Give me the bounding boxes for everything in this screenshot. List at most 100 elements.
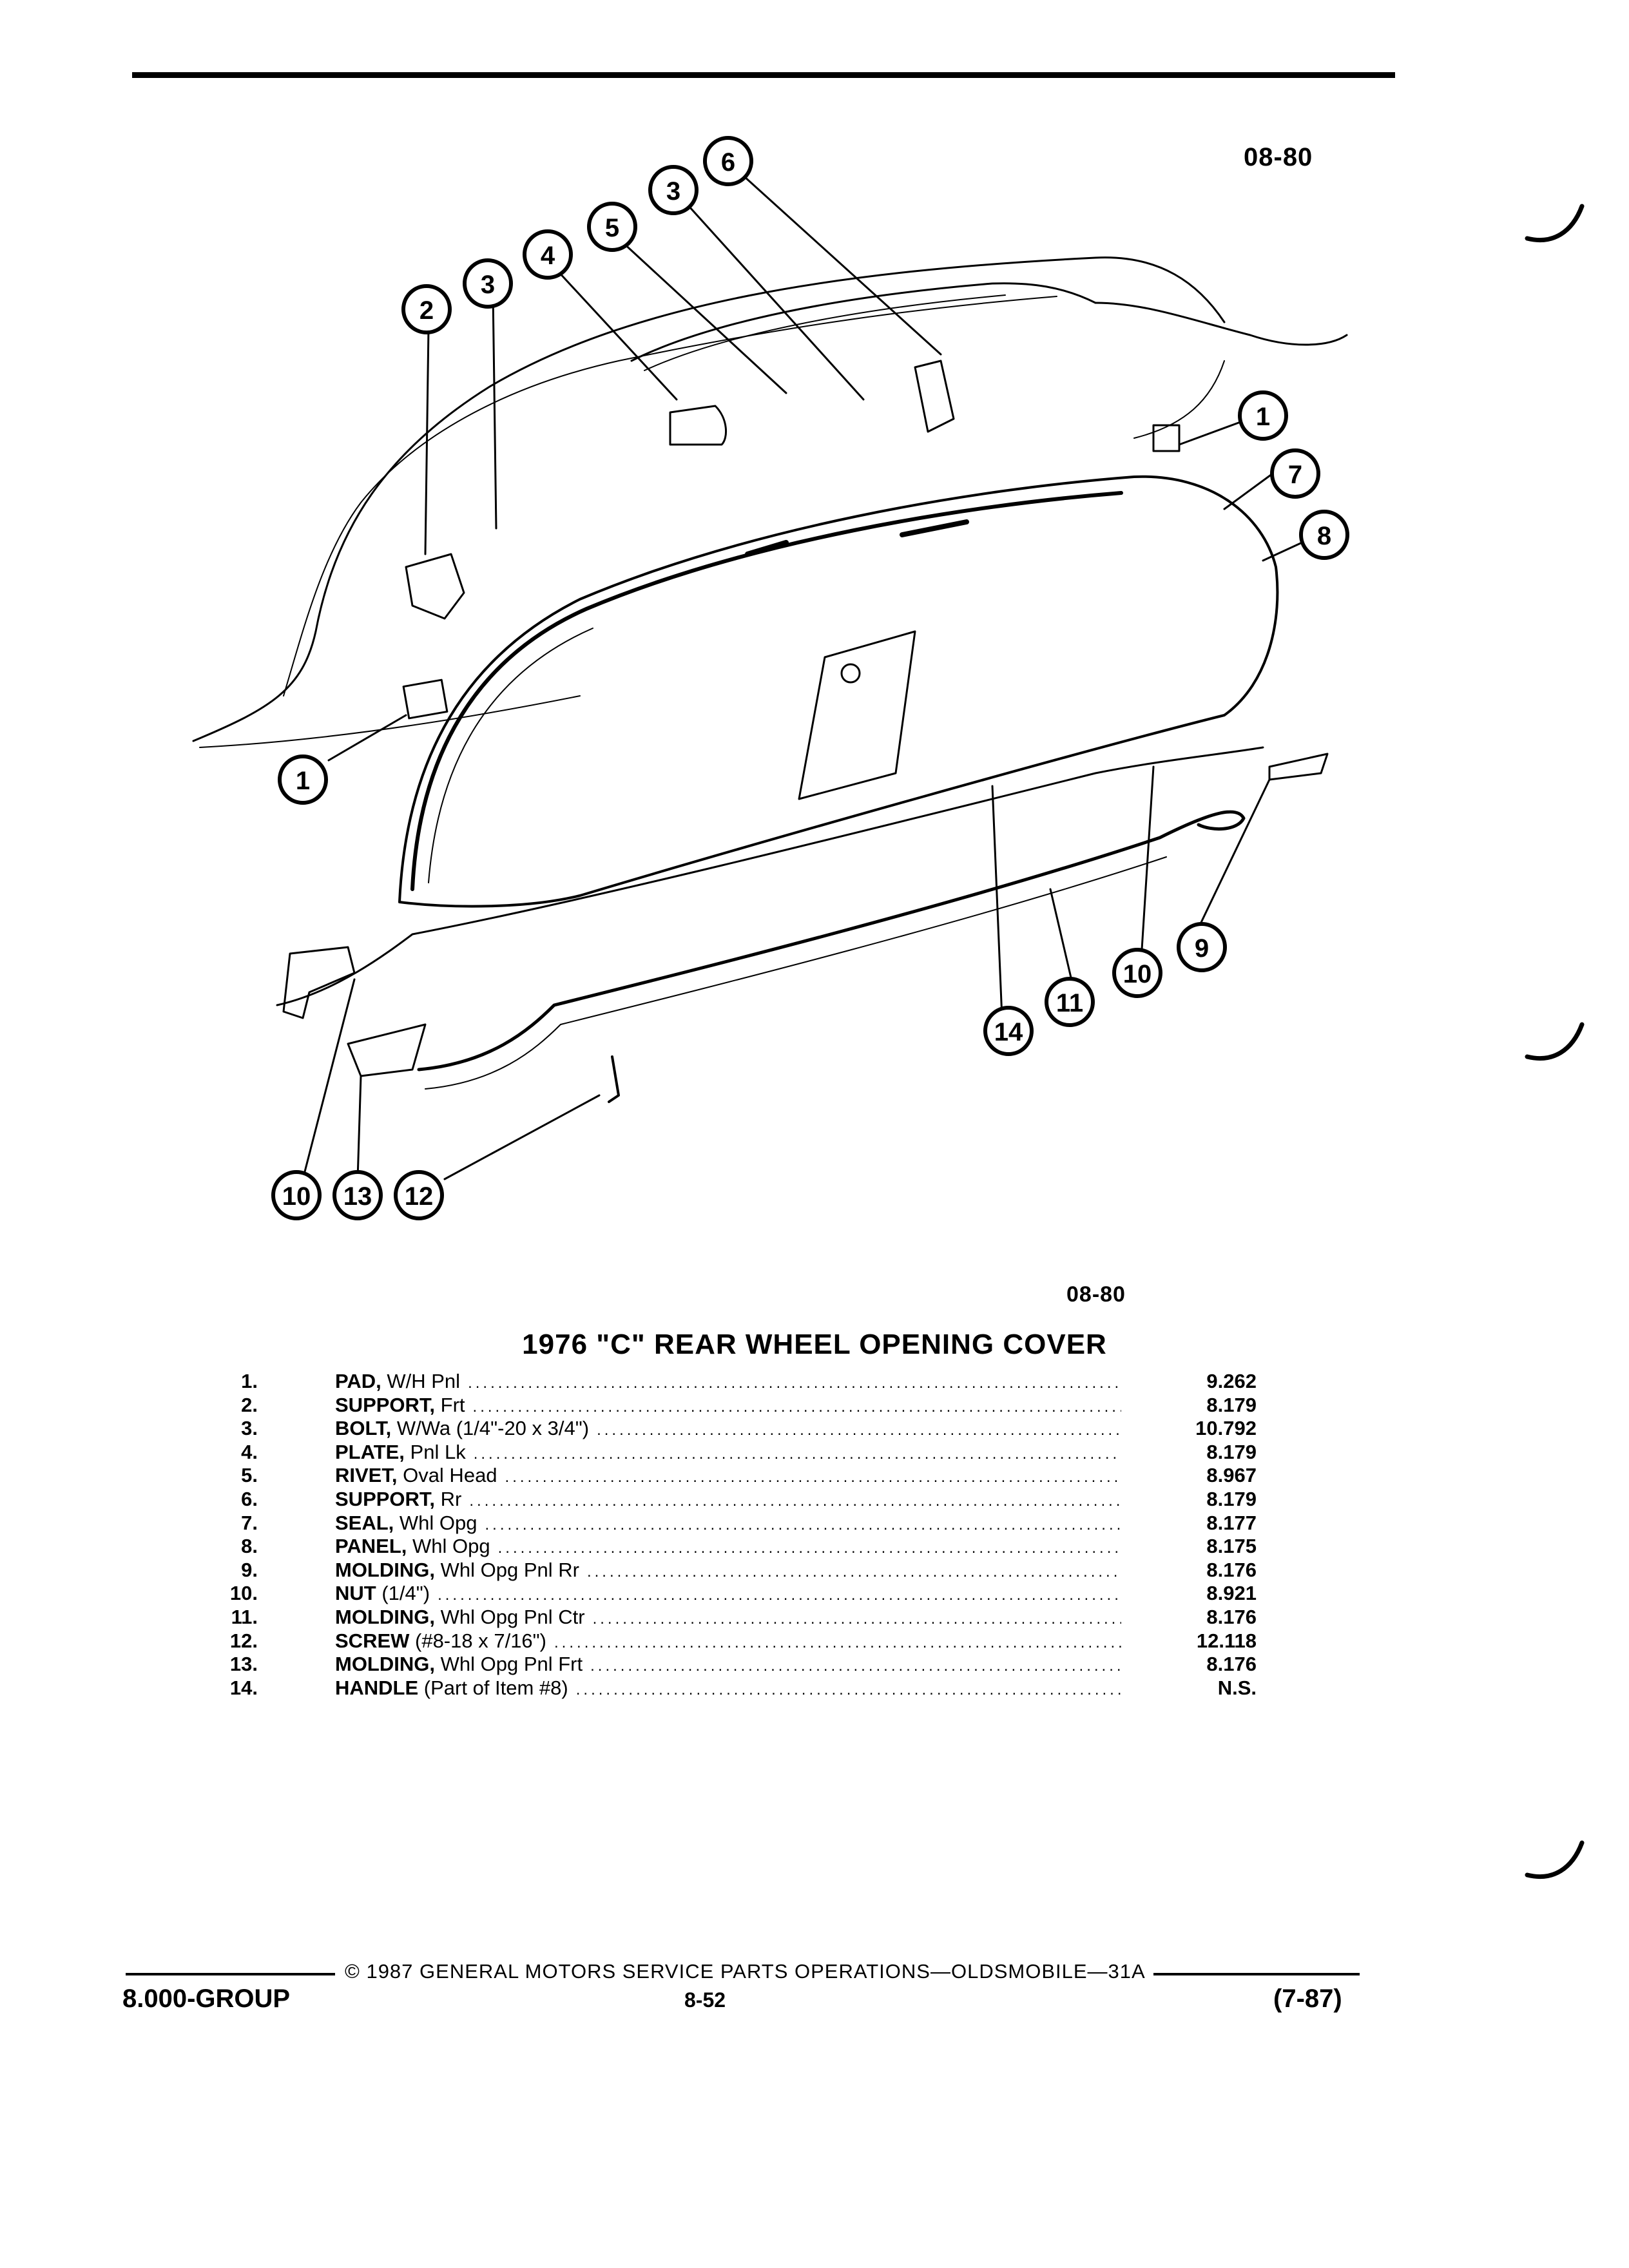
body-outline — [192, 256, 1226, 742]
binder-mark-icon — [1525, 204, 1585, 243]
parts-row: 14.HANDLE (Part of Item #8).............… — [213, 1677, 1257, 1700]
leader-dots: ........................................… — [505, 1468, 1121, 1486]
callout-3: 3 — [648, 165, 699, 215]
footer-rule-right — [1153, 1973, 1360, 1975]
footer-group: 8.000-GROUP — [122, 1984, 291, 2013]
trunk-edge — [630, 282, 1097, 362]
figure-reference-top: 08-80 — [1244, 143, 1313, 171]
part-description: RIVET, Oval Head — [335, 1464, 497, 1487]
catalog-number: 10.792 — [1195, 1417, 1257, 1440]
part-number: 2. — [241, 1393, 258, 1416]
parts-row: 8. PANEL, Whl Opg........................… — [213, 1535, 1257, 1559]
part-bracket-left — [282, 946, 356, 1019]
part-description: SCREW (#8-18 x 7/16") — [335, 1629, 547, 1652]
callout-12: 12 — [394, 1170, 444, 1220]
svg-text:10: 10 — [282, 1182, 311, 1211]
leader-dots: ........................................… — [438, 1586, 1121, 1604]
leader-dots: ........................................… — [554, 1633, 1121, 1651]
part-plate-lock — [669, 405, 728, 446]
top-rule — [132, 72, 1395, 78]
part-number: 1. — [241, 1370, 258, 1392]
part-support-rear — [914, 360, 955, 433]
exploded-parts-diagram: 6 3 5 4 3 2 1 7 8 1 9 10 11 14 10 13 12 — [192, 136, 1349, 1220]
part-number: 8. — [241, 1535, 258, 1558]
callout-4: 4 — [523, 229, 573, 280]
part-pad-right — [1152, 424, 1181, 452]
lower-edge — [276, 746, 1264, 1006]
binder-mark-icon — [1525, 1840, 1585, 1879]
molding-lower — [417, 810, 1246, 1072]
part-number: 12. — [229, 1629, 258, 1652]
callout-13: 13 — [333, 1170, 383, 1220]
parts-row: 4.PLATE, Pnl Lk.........................… — [213, 1441, 1257, 1465]
leader-dots: ........................................… — [597, 1421, 1121, 1439]
catalog-number: N.S. — [1217, 1676, 1257, 1699]
part-number: 11. — [231, 1605, 258, 1628]
part-description: PANEL, Whl Opg — [335, 1535, 490, 1558]
leader-dots: ........................................… — [472, 1398, 1121, 1416]
svg-text:1: 1 — [296, 767, 310, 795]
callout-8: 8 — [1299, 510, 1349, 560]
footer-rule-left — [126, 1973, 335, 1975]
part-description: HANDLE (Part of Item #8) — [335, 1676, 568, 1699]
footer-date-code: (7-87) — [1273, 1984, 1342, 2013]
svg-text:13: 13 — [343, 1182, 372, 1211]
cover-seal — [410, 491, 1123, 891]
leader-dots: ........................................… — [590, 1657, 1121, 1675]
svg-text:8: 8 — [1317, 522, 1331, 550]
callout-10: 10 — [1112, 948, 1162, 998]
callout-2: 2 — [401, 284, 452, 334]
leader-dots: ........................................… — [485, 1515, 1121, 1533]
leader-dots: ........................................… — [586, 1562, 1121, 1581]
parts-row: 9.MOLDING, Whl Opg Pnl Rr...............… — [213, 1559, 1257, 1582]
part-molding-rear — [1268, 753, 1329, 781]
catalog-number: 12.118 — [1196, 1629, 1257, 1652]
tail-fin — [1094, 302, 1348, 346]
part-number: 10. — [229, 1582, 258, 1605]
callout-1: 1 — [1238, 390, 1288, 441]
part-description: MOLDING, Whl Opg Pnl Rr — [335, 1558, 579, 1581]
callout-14: 14 — [983, 1006, 1034, 1056]
catalog-number: 8.176 — [1206, 1605, 1257, 1628]
parts-row: 10. NUT (1/4")...........................… — [213, 1582, 1257, 1606]
callout-3: 3 — [463, 258, 513, 309]
catalog-number: 8.177 — [1206, 1511, 1257, 1534]
svg-text:4: 4 — [541, 242, 555, 270]
catalog-number: 8.175 — [1206, 1535, 1257, 1558]
part-description: NUT (1/4") — [335, 1582, 430, 1605]
parts-row: 5.RIVET, Oval Head......................… — [213, 1464, 1257, 1488]
parts-list: 1.PAD, W/H Pnl..........................… — [213, 1370, 1257, 1700]
part-description: MOLDING, Whl Opg Pnl Ctr — [335, 1605, 585, 1628]
cover-panel-outline — [398, 475, 1279, 908]
part-description: SUPPORT, Frt — [335, 1393, 465, 1416]
svg-text:5: 5 — [605, 214, 619, 242]
callout-5: 5 — [587, 202, 637, 252]
catalog-number: 8.179 — [1206, 1487, 1257, 1510]
catalog-number: 8.179 — [1206, 1393, 1257, 1416]
svg-text:3: 3 — [481, 271, 495, 299]
parts-row: 13.MOLDING, Whl Opg Pnl Frt.............… — [213, 1653, 1257, 1677]
tail-fin-lower — [1133, 360, 1225, 439]
leader-dots: ........................................… — [469, 1492, 1121, 1510]
svg-text:3: 3 — [666, 177, 680, 206]
page-title: 1976 "C" REAR WHEEL OPENING COVER — [522, 1329, 1107, 1360]
rocker-line — [199, 695, 581, 748]
parts-row: 1.PAD, W/H Pnl..........................… — [213, 1370, 1257, 1394]
catalog-number: 8.967 — [1206, 1464, 1257, 1487]
part-molding-front — [347, 1023, 427, 1077]
part-number: 7. — [241, 1511, 258, 1534]
svg-text:1: 1 — [1256, 403, 1270, 431]
footer-page-number: 8-52 — [684, 1988, 726, 2012]
handle — [798, 630, 916, 800]
part-description: SUPPORT, Rr — [335, 1487, 462, 1510]
callout-9: 9 — [1177, 922, 1227, 972]
catalog-number: 8.176 — [1206, 1558, 1257, 1581]
leader-lines — [302, 169, 1306, 1180]
parts-row: 2. SUPPORT, Frt..........................… — [213, 1394, 1257, 1418]
parts-row: 6.SUPPORT, Rr...........................… — [213, 1488, 1257, 1512]
catalog-number: 8.179 — [1206, 1440, 1257, 1463]
molding-lower-2 — [425, 856, 1167, 1090]
catalog-number: 8.921 — [1206, 1582, 1257, 1605]
leader-dots: ........................................… — [497, 1539, 1121, 1557]
part-number: 3. — [241, 1417, 258, 1440]
